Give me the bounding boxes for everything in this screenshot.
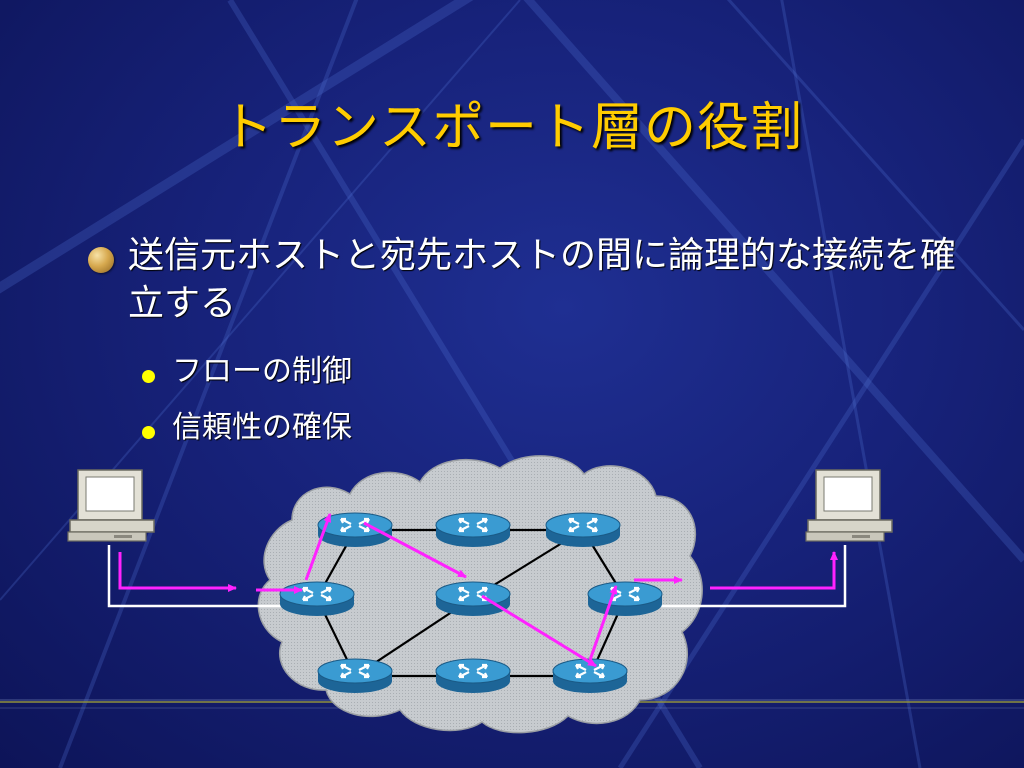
- router-icon: [434, 511, 512, 549]
- routers: [278, 511, 664, 695]
- router-icon: [551, 657, 629, 695]
- router-icon: [434, 657, 512, 695]
- destination-host-link: [660, 545, 847, 608]
- destination-computer-icon: [805, 469, 893, 542]
- bullet-ball-icon: [88, 247, 114, 273]
- router-icon: [434, 580, 512, 618]
- slide-title: トランスポート層の役割: [221, 98, 803, 158]
- router-icon: [586, 580, 664, 618]
- main-bullet-text: 送信元ホストと宛先ホストの間に論理的な接続を確立する: [128, 235, 957, 324]
- transport-path: [118, 513, 838, 668]
- sub-bullet-dot-icon: [142, 426, 155, 439]
- sub-bullet-dot-icon: [142, 370, 155, 383]
- sub-bullet-flow-control: フローの制御: [172, 354, 352, 389]
- source-host-link: [107, 545, 282, 608]
- router-icon: [544, 511, 622, 549]
- router-icon: [316, 657, 394, 695]
- sub-bullet-reliability: 信頼性の確保: [172, 410, 352, 445]
- source-computer-icon: [67, 469, 155, 542]
- router-icon: [278, 580, 356, 618]
